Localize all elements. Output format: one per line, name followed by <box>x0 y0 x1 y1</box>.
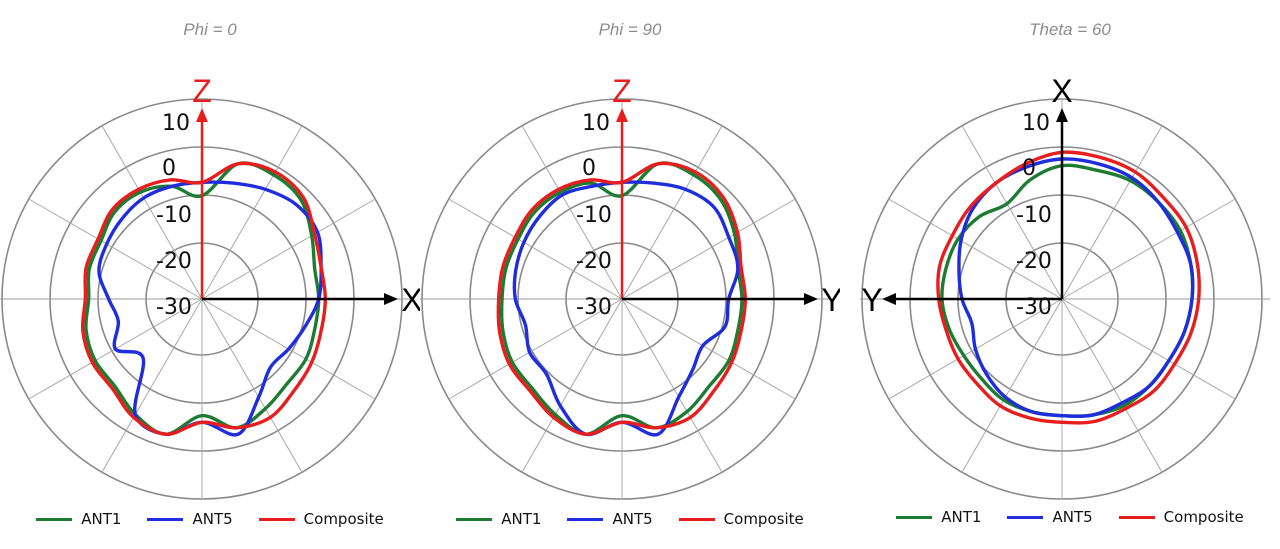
radial-tick-label: -10 <box>156 203 192 228</box>
legend-item-ant5: ANT5 <box>1007 508 1093 526</box>
series-line-composite <box>80 161 327 436</box>
radial-tick-label: 10 <box>582 111 610 136</box>
legend-swatch <box>896 515 933 519</box>
legend-swatch <box>678 517 715 521</box>
radial-tick-label: 0 <box>1022 156 1036 181</box>
grid-spoke <box>101 298 203 473</box>
polar-plot: Z X 10 0 -10 -20 -30 <box>0 73 420 500</box>
legend-swatch <box>1118 515 1155 519</box>
grid-spoke <box>621 125 723 300</box>
horizontal-axis-arrowhead <box>804 293 818 305</box>
grid-spoke <box>961 298 1063 473</box>
grid-spoke <box>448 198 623 300</box>
grid-spoke <box>1061 198 1236 300</box>
legend-item-ant1: ANT1 <box>456 510 541 528</box>
legend-label: Composite <box>303 510 384 528</box>
series-line-ant1 <box>499 161 744 436</box>
legend-label: ANT1 <box>941 508 982 526</box>
radial-tick-label: 10 <box>162 111 190 136</box>
legend: ANT1 ANT5 Composite <box>0 510 420 528</box>
grid-spoke <box>621 298 796 400</box>
radial-tick-label: 0 <box>582 156 596 181</box>
grid-spoke <box>101 125 203 300</box>
grid-spoke <box>1061 125 1163 300</box>
horizontal-axis-arrowhead <box>882 293 896 305</box>
chart-title: Theta = 60 <box>1029 20 1111 39</box>
legend-swatch <box>147 517 184 521</box>
series-line-ant5 <box>957 157 1195 418</box>
grid-spoke <box>888 198 1063 300</box>
grid-spoke <box>521 298 623 473</box>
grid-spoke <box>201 125 303 300</box>
legend-swatch <box>258 517 295 521</box>
radial-tick-label: -10 <box>1016 203 1052 228</box>
polar-chart-3: Theta = 60 X Y 10 0 -10 -20 -30 ANT1 ANT5 Compos… <box>860 0 1280 549</box>
legend-item-ant5: ANT5 <box>147 510 233 528</box>
polar-chart-1: Phi = 0 Z X 10 0 -10 -20 -30 ANT1 ANT5 Composite <box>0 0 420 549</box>
radial-tick-label: -20 <box>1016 249 1052 274</box>
legend-item-composite: Composite <box>1118 508 1244 526</box>
legend-swatch <box>567 517 604 521</box>
legend-label: Composite <box>1163 508 1244 526</box>
vertical-axis-arrowhead <box>1056 108 1068 122</box>
vertical-axis-label: Z <box>612 73 632 109</box>
polar-plot: X Y 10 0 -10 -20 -30 <box>860 73 1270 500</box>
grid-spoke <box>521 125 623 300</box>
radial-tick-label: -20 <box>156 249 192 274</box>
radial-tick-label: -30 <box>156 295 192 320</box>
radial-tick-label: 10 <box>1022 111 1050 136</box>
legend-label: ANT5 <box>192 510 233 528</box>
grid-spoke <box>621 198 796 300</box>
legend-item-composite: Composite <box>678 510 804 528</box>
polar-plot: Z Y 10 0 -10 -20 -30 <box>420 73 840 500</box>
grid-spoke <box>201 198 376 300</box>
grid-spoke <box>621 298 723 473</box>
grid-spoke <box>961 125 1063 300</box>
chart-title: Phi = 90 <box>598 20 662 39</box>
legend: ANT1 ANT5 Composite <box>860 508 1280 526</box>
legend-swatch <box>36 517 73 521</box>
legend-item-ant5: ANT5 <box>567 510 653 528</box>
series-line-ant5 <box>512 180 740 437</box>
legend: ANT1 ANT5 Composite <box>420 510 840 528</box>
legend-item-ant1: ANT1 <box>36 510 121 528</box>
legend-swatch <box>456 517 493 521</box>
radial-tick-label: -30 <box>1016 295 1052 320</box>
legend-label: ANT1 <box>501 510 542 528</box>
horizontal-axis-label: X <box>401 282 420 318</box>
horizontal-axis-label: Y <box>821 282 840 318</box>
horizontal-axis-arrowhead <box>384 293 398 305</box>
grid-spoke <box>201 298 303 473</box>
vertical-axis-label: Z <box>192 73 212 109</box>
legend-item-ant1: ANT1 <box>896 508 981 526</box>
vertical-axis-arrowhead <box>196 108 208 122</box>
grid-spoke <box>448 298 623 400</box>
series-line-ant1 <box>84 161 321 436</box>
legend-label: ANT5 <box>612 510 653 528</box>
vertical-axis-label: X <box>1051 73 1072 109</box>
grid-spoke <box>1061 298 1236 400</box>
grid-spoke <box>1061 298 1163 473</box>
radial-tick-label: -30 <box>576 295 612 320</box>
legend-label: ANT5 <box>1052 508 1093 526</box>
chart-title: Phi = 0 <box>183 20 237 39</box>
series-line-composite <box>936 150 1201 425</box>
radial-tick-label: -20 <box>576 249 612 274</box>
polar-chart-2: Phi = 90 Z Y 10 0 -10 -20 -30 ANT1 ANT5 Composit… <box>420 0 840 549</box>
legend-swatch <box>1007 515 1044 519</box>
horizontal-axis-label: Y <box>861 282 882 318</box>
legend-label: Composite <box>723 510 804 528</box>
grid-spoke <box>28 198 203 300</box>
legend-label: ANT1 <box>81 510 122 528</box>
radial-tick-label: 0 <box>162 156 176 181</box>
radial-tick-label: -10 <box>576 203 612 228</box>
legend-item-composite: Composite <box>258 510 384 528</box>
vertical-axis-arrowhead <box>616 108 628 122</box>
series-line-composite <box>496 161 747 436</box>
